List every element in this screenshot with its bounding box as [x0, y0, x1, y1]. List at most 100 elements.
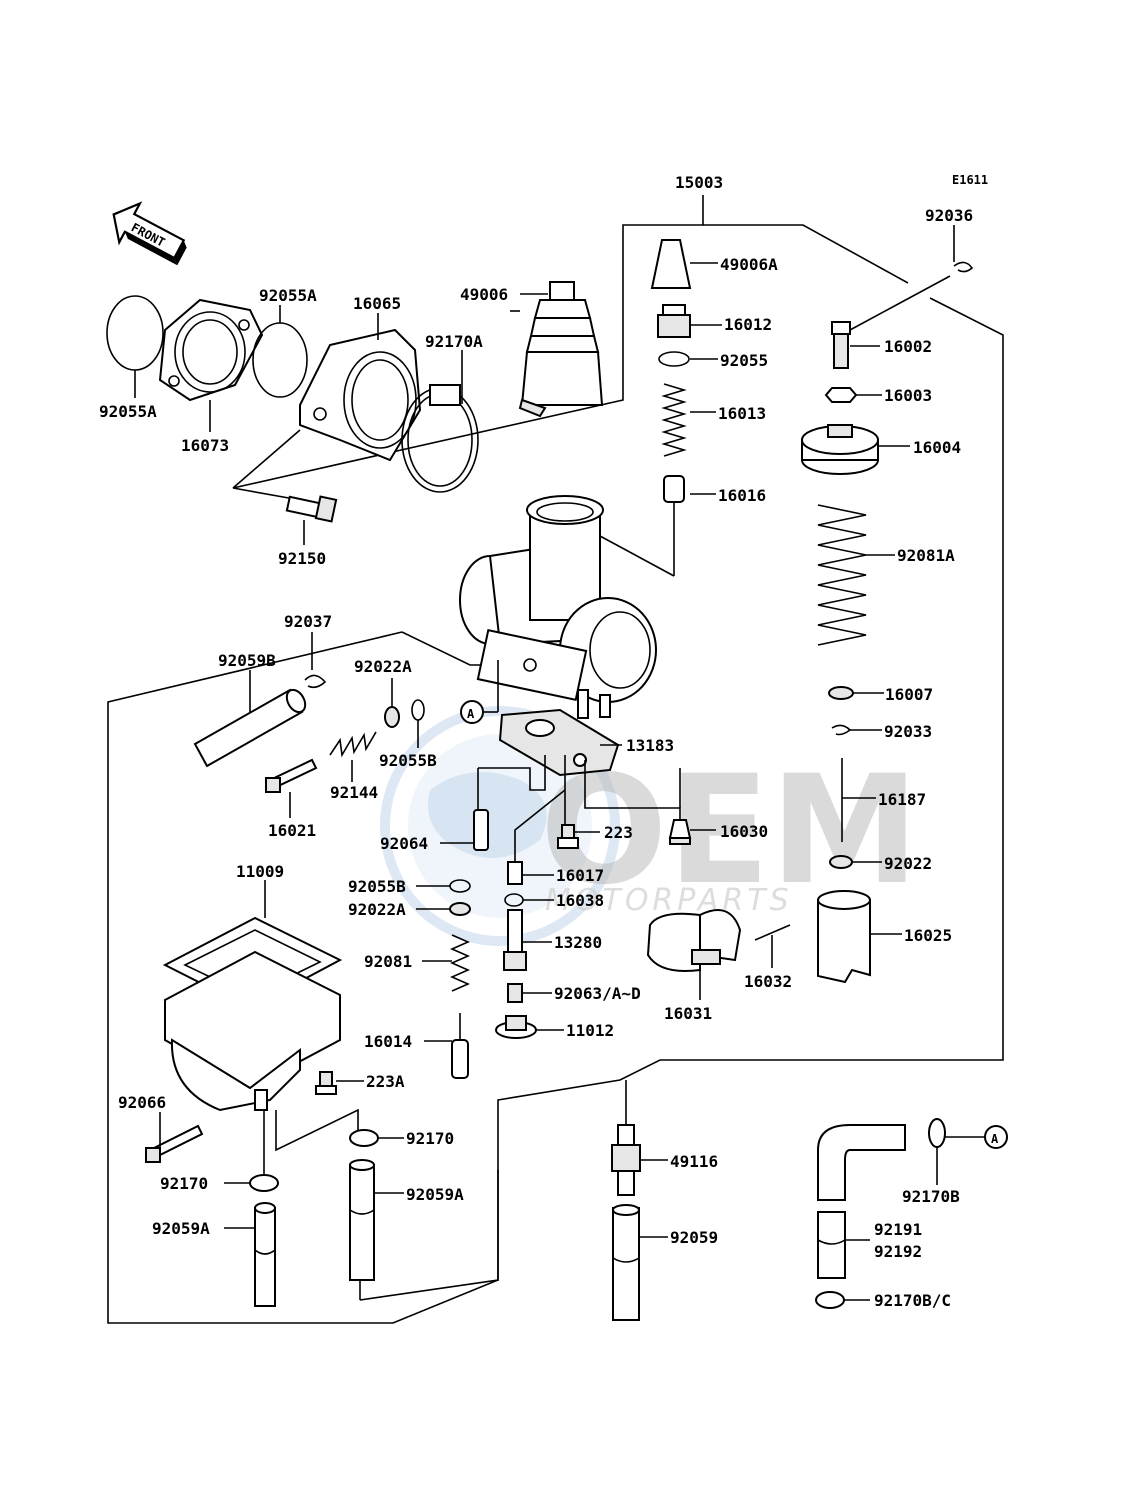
- part-carburetor-body: [459, 495, 657, 719]
- part-92059-tube: [612, 1204, 640, 1321]
- part-92191-hose: [817, 1124, 906, 1279]
- label-92192: 92192: [874, 1242, 922, 1261]
- part-13280-needle-jet: [503, 909, 527, 971]
- label-16031: 16031: [664, 1004, 712, 1023]
- label-16073: 16073: [181, 436, 229, 455]
- callout-marker-a-2: A: [984, 1125, 1008, 1149]
- part-92170A-clamp: [401, 382, 479, 493]
- label-92066: 92066: [118, 1093, 166, 1112]
- part-223A-screw: [315, 1071, 337, 1095]
- part-49006-boot: [518, 281, 604, 418]
- label-92170BC: 92170B/C: [874, 1291, 951, 1310]
- part-16031-float: [646, 909, 742, 972]
- label-92036: 92036: [925, 206, 973, 225]
- part-223-screw: [557, 824, 579, 849]
- label-49006A: 49006A: [720, 255, 778, 274]
- label-15003: 15003: [675, 173, 723, 192]
- diagram-code: E1611: [952, 173, 988, 187]
- part-92066-screw: [145, 1124, 204, 1163]
- part-16025-slide: [817, 890, 871, 984]
- part-92170B-clip: [928, 1118, 946, 1148]
- label-92022A: 92022A: [354, 657, 412, 676]
- part-92150-bolt: [285, 495, 338, 523]
- part-16016-retainer: [663, 475, 685, 520]
- part-11009-float-bowl: [162, 916, 343, 1112]
- part-16017-jet: [507, 861, 523, 885]
- part-16013-spring: [661, 383, 687, 457]
- part-16032-pin: [754, 924, 791, 941]
- label-92170-2: 92170: [160, 1174, 208, 1193]
- part-92022A-washer-2: [449, 902, 471, 916]
- part-16012-adjuster: [657, 304, 691, 338]
- label-16004: 16004: [913, 438, 961, 457]
- part-92033-clip: [831, 724, 852, 736]
- label-16021: 16021: [268, 821, 316, 840]
- label-11012: 11012: [566, 1021, 614, 1040]
- part-92055A-oring-top: [252, 322, 308, 398]
- part-92055-oring: [658, 351, 690, 367]
- callout-marker-a-1: A: [460, 700, 484, 724]
- part-92059A-tube: [349, 1159, 375, 1281]
- label-92191: 92191: [874, 1220, 922, 1239]
- label-92081: 92081: [364, 952, 412, 971]
- label-16003: 16003: [884, 386, 932, 405]
- label-11009: 11009: [236, 862, 284, 881]
- part-16002-screw: [831, 321, 851, 369]
- part-labels: 15003 92036 49006A 49006 16012 92055 160…: [99, 173, 973, 1310]
- part-92036-clip: [953, 261, 974, 273]
- label-16187: 16187: [878, 790, 926, 809]
- label-92144: 92144: [330, 783, 378, 802]
- svg-text:A: A: [991, 1132, 999, 1146]
- label-16065: 16065: [353, 294, 401, 313]
- part-92022A-washer: [384, 706, 400, 728]
- part-92081A-spring: [817, 504, 867, 646]
- label-223: 223: [604, 823, 633, 842]
- label-92059A: 92059A: [406, 1185, 464, 1204]
- part-92055A-oring-left: [106, 295, 164, 371]
- watermark-main: OEM: [540, 744, 919, 918]
- part-49006A-cap: [650, 239, 692, 289]
- label-92055A-top: 92055A: [259, 286, 317, 305]
- part-16003-nut: [824, 387, 858, 403]
- part-92144-spring: [329, 731, 377, 758]
- label-16012: 16012: [724, 315, 772, 334]
- label-92033: 92033: [884, 722, 932, 741]
- part-11012-cap: [495, 1015, 537, 1039]
- label-16032: 16032: [744, 972, 792, 991]
- part-16073-flange: [158, 298, 264, 402]
- leader-lines: [134, 225, 985, 1301]
- part-92037-clip: [304, 674, 327, 689]
- label-92059: 92059: [670, 1228, 718, 1247]
- label-92055: 92055: [720, 351, 768, 370]
- part-92022-washer: [829, 855, 853, 869]
- label-49006: 49006: [460, 285, 508, 304]
- part-92059A-tube-2: [254, 1202, 276, 1307]
- label-13280: 13280: [554, 933, 602, 952]
- watermark: OEM MOTORPARTS: [380, 706, 919, 946]
- label-92055A-left: 92055A: [99, 402, 157, 421]
- label-92170A: 92170A: [425, 332, 483, 351]
- label-16002: 16002: [884, 337, 932, 356]
- label-49116: 49116: [670, 1152, 718, 1171]
- label-92150: 92150: [278, 549, 326, 568]
- part-16014-needle: [451, 1013, 469, 1079]
- part-16065-holder: [299, 328, 422, 462]
- part-92170-clip: [349, 1129, 379, 1147]
- label-16038: 16038: [556, 891, 604, 910]
- part-92170BC-clip: [815, 1291, 845, 1309]
- label-16007: 16007: [885, 685, 933, 704]
- part-13183-gasket: [498, 708, 620, 777]
- part-16007-washer: [828, 686, 854, 700]
- label-92081A: 92081A: [897, 546, 955, 565]
- label-92059A-2: 92059A: [152, 1219, 210, 1238]
- label-223A: 223A: [366, 1072, 405, 1091]
- label-16013: 16013: [718, 404, 766, 423]
- label-92022: 92022: [884, 854, 932, 873]
- svg-text:A: A: [467, 707, 475, 721]
- label-92022A-2: 92022A: [348, 900, 406, 919]
- part-92081-spring: [450, 934, 470, 992]
- part-92063-jet: [507, 983, 523, 1003]
- label-16030: 16030: [720, 822, 768, 841]
- label-16025: 16025: [904, 926, 952, 945]
